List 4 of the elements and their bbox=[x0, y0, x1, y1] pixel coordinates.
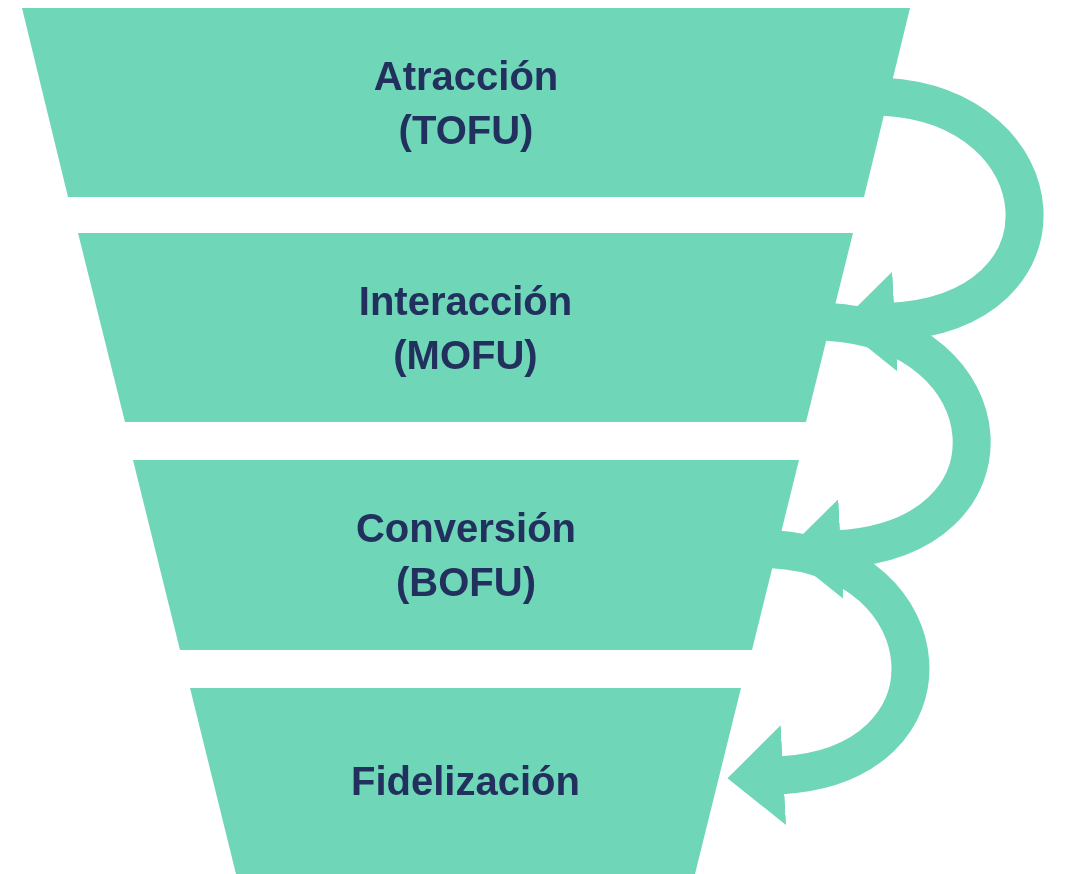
stage-label: Conversión (BOFU) bbox=[354, 505, 577, 606]
stage-label: Fidelización bbox=[350, 758, 581, 805]
stage-label: Interacción (MOFU) bbox=[357, 277, 574, 379]
stage-label: Atracción (TOFU) bbox=[372, 52, 560, 154]
